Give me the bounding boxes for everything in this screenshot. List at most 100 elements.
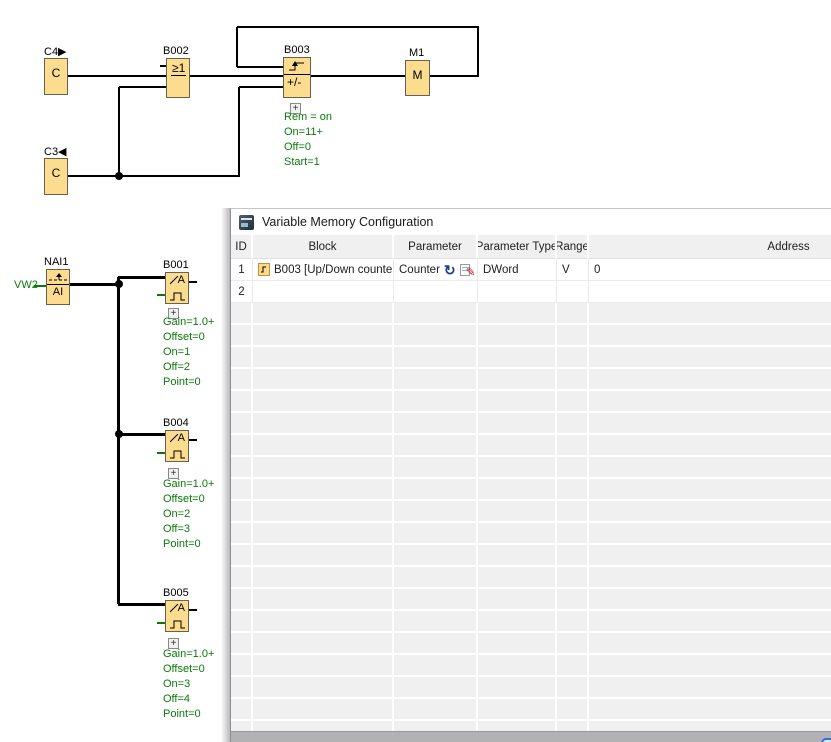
empty-cell [557,699,589,721]
connector-glyph: C [45,166,67,180]
empty-cell [589,523,831,545]
dialog-titlebar[interactable]: Variable Memory Configuration [231,209,831,235]
signal-wire [117,277,120,604]
empty-cell [394,523,478,545]
table-row: 1B003 [Up/Down counter]Counter↻✎DWordV0 [231,259,831,281]
empty-cell [478,479,557,501]
block-b005[interactable]: A [165,600,189,632]
empty-table-row [231,303,831,325]
empty-table-row [231,611,831,633]
block-c4[interactable]: C [44,58,68,95]
signal-wire [157,452,165,454]
cell-parameter[interactable] [394,281,478,303]
empty-cell [231,303,253,325]
column-header-id[interactable]: ID [231,235,253,259]
empty-cell [253,435,394,457]
block-nai1[interactable]: AI [46,269,70,305]
empty-cell [394,369,478,391]
empty-cell [253,325,394,347]
empty-cell [394,589,478,611]
empty-cell [231,523,253,545]
cell-range[interactable] [557,281,589,303]
empty-table-row [231,633,831,655]
refresh-icon[interactable]: ↻ [444,264,456,276]
signal-wire [119,86,166,88]
empty-cell [394,699,478,721]
block-b003[interactable]: +/- [283,57,311,98]
column-header-address[interactable]: Address [589,235,831,259]
empty-cell [231,325,253,347]
empty-cell [478,523,557,545]
empty-cell [253,479,394,501]
empty-cell [394,567,478,589]
empty-cell [557,633,589,655]
empty-cell [557,479,589,501]
empty-table-row [231,369,831,391]
empty-cell [589,479,831,501]
cell-range[interactable]: V [557,259,589,281]
edit-icon[interactable]: ✎ [460,263,474,277]
empty-cell [557,589,589,611]
empty-cell [231,501,253,523]
ok-button[interactable] [821,738,831,742]
cell-address[interactable] [589,281,831,303]
empty-cell [557,655,589,677]
empty-cell [478,655,557,677]
empty-cell [231,413,253,435]
block-c3[interactable]: C [44,158,68,195]
cell-id[interactable]: 2 [231,281,253,303]
empty-cell [589,567,831,589]
empty-cell [253,589,394,611]
cell-parameter-type[interactable] [478,281,557,303]
signal-wire [190,75,283,77]
empty-table-row [231,325,831,347]
cell-block[interactable]: B003 [Up/Down counter] [253,259,394,281]
empty-cell [394,303,478,325]
block-b004[interactable]: A [165,430,189,462]
cell-address[interactable]: 0 [589,259,831,281]
column-header-parameter-type[interactable]: Parameter Type [478,235,557,259]
dialog-shadow [221,208,230,742]
empty-cell [394,611,478,633]
signal-wire [157,622,165,624]
cell-id[interactable]: 1 [231,259,253,281]
column-header-parameter[interactable]: Parameter [394,235,478,259]
empty-cell [231,611,253,633]
empty-cell [253,347,394,369]
signal-wire [238,87,240,176]
empty-table-row [231,435,831,457]
empty-cell [394,677,478,699]
empty-cell [231,655,253,677]
block-b002[interactable]: ≥1 [166,58,190,98]
cell-parameter[interactable]: Counter↻✎ [394,259,478,281]
empty-cell [557,523,589,545]
block-b001[interactable]: A [165,272,189,304]
empty-table-row [231,501,831,523]
app-icon [239,215,254,230]
empty-cell [253,567,394,589]
block-label: B001 [163,259,189,271]
signal-wire [70,283,119,286]
empty-table-row [231,699,831,721]
cell-parameter-type[interactable]: DWord [478,259,557,281]
table-header-row: IDBlockParameterParameter TypeRangeAddre… [231,235,831,259]
empty-cell [557,545,589,567]
block-label: B003 [284,44,310,56]
empty-cell [589,699,831,721]
empty-cell [478,677,557,699]
signal-wire [189,609,197,611]
column-header-range[interactable]: Range [557,235,589,259]
signal-wire [118,276,165,279]
empty-cell [478,369,557,391]
cell-block[interactable] [253,281,394,303]
empty-cell [394,391,478,413]
signal-wire [477,27,479,76]
column-header-block[interactable]: Block [253,235,394,259]
operand-label: VW2 [14,279,38,291]
empty-cell [394,325,478,347]
empty-cell [253,655,394,677]
block-parameter-text: Rem = onOn=11+Off=0Start=1 [284,110,332,170]
empty-cell [478,303,557,325]
empty-cell [394,501,478,523]
block-m1[interactable]: M [405,60,430,96]
